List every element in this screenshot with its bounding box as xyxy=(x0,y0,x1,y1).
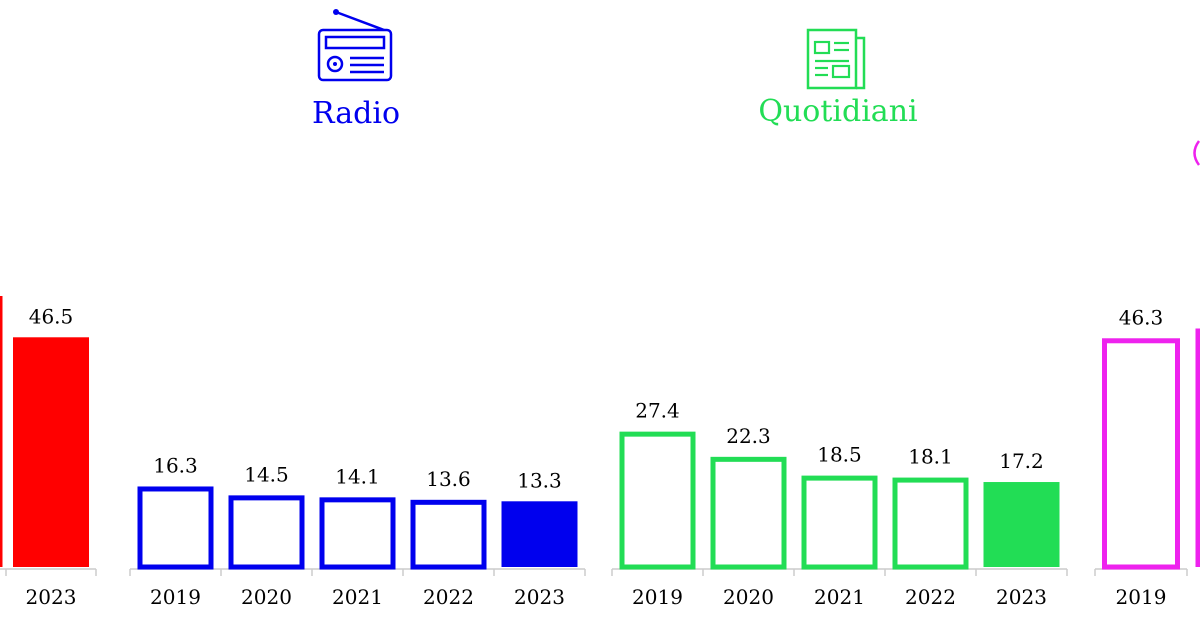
bar-2020 xyxy=(228,495,305,570)
value-label: 46.3 xyxy=(1119,305,1164,329)
category-label: 2023 xyxy=(26,585,77,609)
bar-2023 xyxy=(13,337,89,567)
value-label: 13.3 xyxy=(517,468,562,492)
value-label: 16.3 xyxy=(153,453,198,477)
value-label: 46.5 xyxy=(29,304,74,328)
category-label: 2021 xyxy=(814,585,865,609)
category-label: 2022 xyxy=(423,585,474,609)
bar-2019 xyxy=(1102,338,1180,570)
bar-2023 xyxy=(983,482,1060,567)
newspaper-icon xyxy=(806,28,866,90)
panel-4: 46.3 2019 xyxy=(1094,305,1188,609)
category-label: 2019 xyxy=(150,585,201,609)
category-label: 2023 xyxy=(514,585,565,609)
bar-2022 xyxy=(410,499,487,570)
category-label: 2020 xyxy=(241,585,292,609)
category-label: 2019 xyxy=(632,585,683,609)
category-label: 2020 xyxy=(723,585,774,609)
radio-icon xyxy=(317,9,393,82)
bar-2019 xyxy=(619,431,696,570)
value-label: 18.5 xyxy=(817,443,862,467)
radio-title: Radio xyxy=(311,96,401,131)
value-label: 17.2 xyxy=(999,449,1044,473)
category-label: 2022 xyxy=(905,585,956,609)
partial-bar-edge xyxy=(1195,328,1200,567)
value-label: 14.1 xyxy=(335,464,380,488)
panel-3: 27.4 2019 22.3 2020 18.5 2021 18.1 2022 17.2 2023 xyxy=(611,399,1068,609)
quotidiani-title: Quotidiani xyxy=(758,94,918,129)
bar-2019 xyxy=(137,486,214,570)
bar-2021 xyxy=(801,475,878,570)
value-label: 13.6 xyxy=(426,467,471,491)
category-label: 2021 xyxy=(332,585,383,609)
value-label: 18.1 xyxy=(908,445,953,469)
panel-1: 46.5 2023 xyxy=(0,304,97,609)
bar-2022 xyxy=(892,477,969,570)
value-label: 22.3 xyxy=(726,424,771,448)
bar-2023 xyxy=(501,501,578,567)
partial-icon xyxy=(1193,140,1200,166)
value-label: 27.4 xyxy=(635,399,680,423)
category-label: 2023 xyxy=(996,585,1047,609)
bar-2020 xyxy=(710,456,787,570)
bar-2021 xyxy=(319,497,396,570)
panel-2: 16.3 2019 14.5 2020 14.1 2021 13.6 2022 13.3 2023 xyxy=(129,453,586,609)
value-label: 14.5 xyxy=(244,462,289,486)
category-label: 2019 xyxy=(1116,585,1167,609)
